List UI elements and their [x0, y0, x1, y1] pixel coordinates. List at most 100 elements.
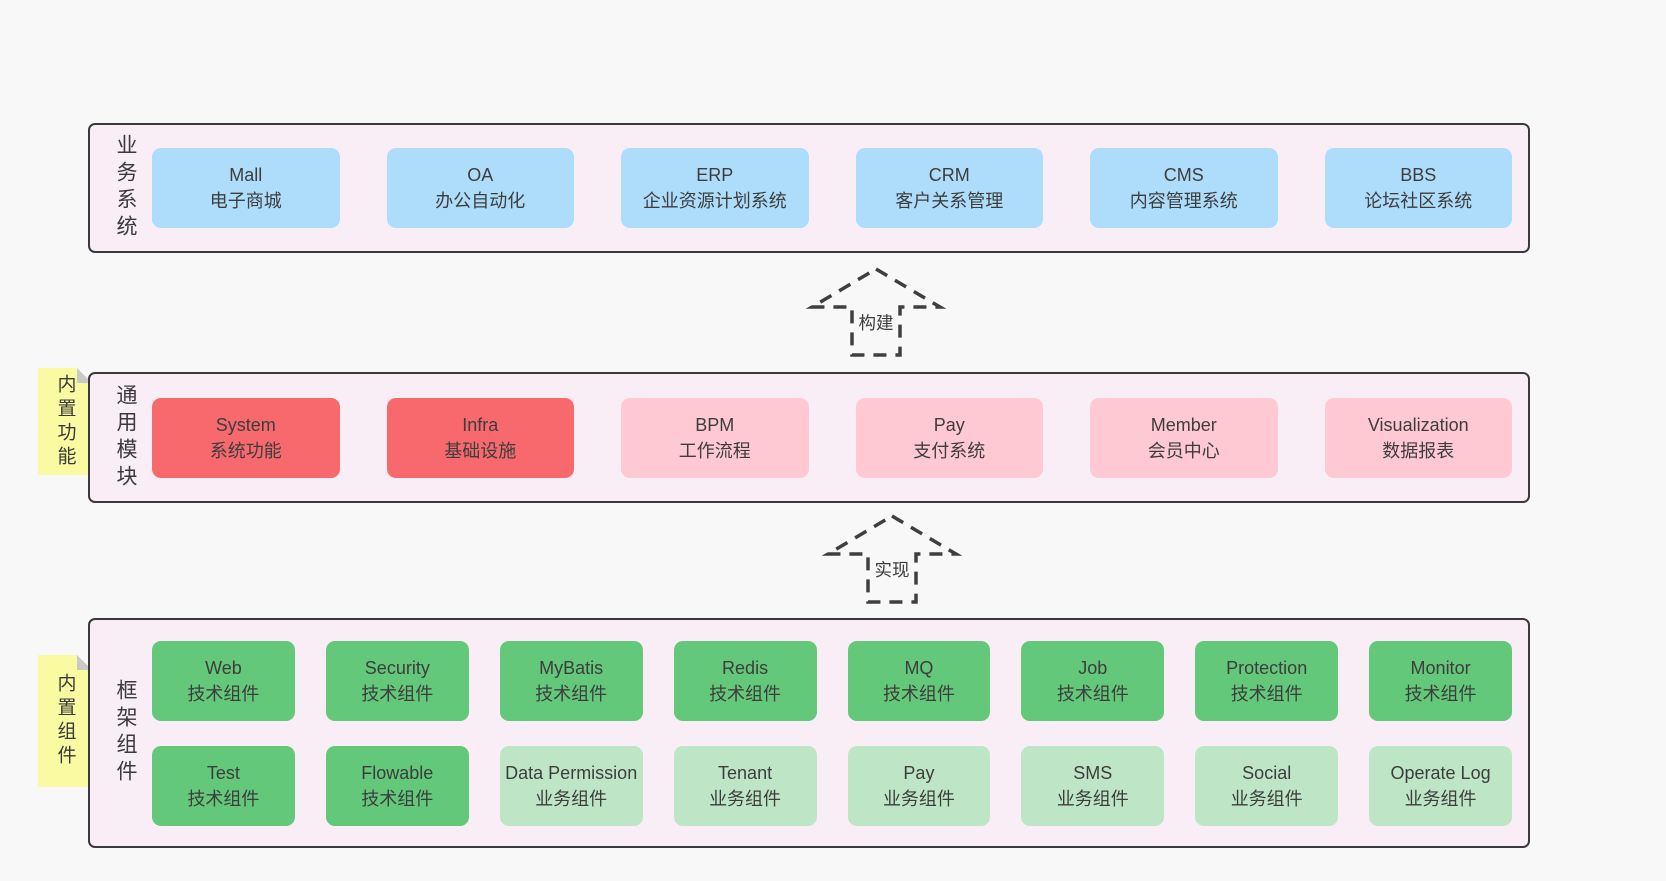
box-subtitle: 技术组件: [361, 683, 434, 704]
box-subtitle: 基础设施: [444, 440, 517, 461]
box-cms: CMS 内容管理系统: [1090, 148, 1278, 228]
box-subtitle: 业务组件: [882, 788, 955, 809]
box-subtitle: 系统功能: [209, 440, 282, 461]
box-title: Monitor: [1410, 657, 1471, 678]
box-subtitle: 技术组件: [709, 683, 782, 704]
box-title: CRM: [928, 165, 970, 185]
box-title: Tenant: [718, 762, 773, 783]
box-subtitle: 业务组件: [1230, 788, 1303, 809]
box-subtitle: 技术组件: [187, 788, 260, 809]
box-title: Web: [205, 657, 242, 678]
module-boxes: System 系统功能 Infra 基础设施 BPM 工作流程 Pay 支付系统 Member 会…: [140, 397, 1528, 478]
box-data-permission: Data Permission 业务组件: [499, 745, 643, 826]
box-title: Security: [364, 657, 430, 678]
box-title: SMS: [1073, 762, 1113, 783]
box-title: Job: [1078, 657, 1108, 678]
box-subtitle: 技术组件: [535, 683, 608, 704]
sticky-note-builtin-components: 内置组件: [38, 655, 92, 787]
box-title: Pay: [933, 414, 965, 435]
arrow-build: 构建: [806, 266, 946, 358]
box-title: Data Permission: [505, 762, 638, 783]
box-title: Flowable: [361, 762, 434, 783]
arrow-implement: 实现: [822, 513, 962, 605]
box-social: Social 业务组件: [1195, 745, 1339, 826]
sticky-note-builtin-features-label: 内置功能: [54, 373, 76, 470]
box-title: Pay: [903, 762, 935, 783]
box-member: Member 会员中心: [1090, 397, 1278, 478]
box-subtitle: 客户关系管理: [895, 191, 1004, 211]
box-subtitle: 业务组件: [535, 788, 608, 809]
box-mybatis: MyBatis 技术组件: [499, 640, 643, 721]
box-test: Test 技术组件: [152, 745, 295, 826]
box-subtitle: 技术组件: [1230, 683, 1303, 704]
sticky-note-builtin-components-label: 内置组件: [54, 673, 76, 769]
box-subtitle: 内容管理系统: [1129, 191, 1238, 211]
box-redis: Redis 技术组件: [673, 640, 817, 721]
box-title: MQ: [904, 657, 934, 678]
box-visualization: Visualization 数据报表: [1324, 397, 1512, 478]
box-title: System: [215, 414, 276, 435]
box-security: Security 技术组件: [325, 640, 469, 721]
box-title: Operate Log: [1390, 762, 1491, 783]
sticky-note-builtin-features: 内置功能: [38, 368, 92, 475]
box-subtitle: 支付系统: [913, 440, 986, 461]
layer-business-systems: 业务系统 Mall 电子商城 OA 办公自动化 ERP 企业资源计划系统 CRM 客户关系管理…: [88, 123, 1530, 253]
box-title: MyBatis: [539, 657, 604, 678]
box-oa: OA 办公自动化: [386, 148, 574, 228]
box-title: Test: [206, 762, 240, 783]
up-block-arrow-icon: [822, 513, 962, 604]
box-subtitle: 业务组件: [1404, 788, 1477, 809]
box-erp: ERP 企业资源计划系统: [621, 148, 809, 228]
box-title: BBS: [1400, 165, 1437, 185]
box-flowable: Flowable 技术组件: [325, 745, 469, 826]
box-infra: Infra 基础设施: [386, 397, 574, 478]
box-operate-log: Operate Log 业务组件: [1369, 745, 1512, 826]
box-pay: Pay 业务组件: [847, 745, 991, 826]
box-subtitle: 企业资源计划系统: [642, 191, 787, 211]
box-title: Social: [1242, 762, 1292, 783]
box-subtitle: 业务组件: [709, 788, 782, 809]
box-crm: CRM 客户关系管理: [855, 148, 1043, 228]
box-title: BPM: [695, 414, 735, 435]
layer-common-modules: 通用模块 System 系统功能 Infra 基础设施 BPM 工作流程 Pay 支付系统 Me…: [88, 372, 1530, 503]
box-subtitle: 数据报表: [1382, 440, 1455, 461]
arrow-build-label: 构建: [855, 310, 897, 335]
box-subtitle: 技术组件: [882, 683, 955, 704]
box-job: Job 技术组件: [1021, 640, 1165, 721]
box-title: Redis: [722, 657, 769, 678]
box-subtitle: 办公自动化: [435, 191, 526, 211]
box-tenant: Tenant 业务组件: [673, 745, 817, 826]
box-mall: Mall 电子商城: [152, 148, 340, 228]
box-title: CMS: [1163, 165, 1204, 185]
box-title: Visualization: [1367, 414, 1469, 435]
box-title: Infra: [462, 414, 499, 435]
box-title: Member: [1150, 414, 1217, 435]
box-pay: Pay 支付系统: [855, 397, 1043, 478]
box-title: OA: [467, 165, 494, 185]
box-mq: MQ 技术组件: [847, 640, 991, 721]
layer-modules-label: 通用模块: [114, 383, 137, 492]
box-title: Protection: [1226, 657, 1308, 678]
box-subtitle: 工作流程: [678, 440, 751, 461]
layer-business-label: 业务系统: [114, 134, 137, 242]
layer-components-label: 框架组件: [114, 679, 137, 787]
box-subtitle: 技术组件: [1056, 683, 1129, 704]
box-title: Mall: [229, 165, 263, 185]
up-block-arrow-icon: [806, 266, 946, 357]
box-protection: Protection 技术组件: [1195, 640, 1339, 721]
box-title: ERP: [696, 165, 734, 185]
box-subtitle: 会员中心: [1147, 440, 1220, 461]
box-subtitle: 技术组件: [361, 788, 434, 809]
box-system: System 系统功能: [152, 397, 340, 478]
box-subtitle: 电子商城: [209, 191, 282, 211]
box-subtitle: 技术组件: [1404, 683, 1477, 704]
box-bpm: BPM 工作流程: [621, 397, 809, 478]
